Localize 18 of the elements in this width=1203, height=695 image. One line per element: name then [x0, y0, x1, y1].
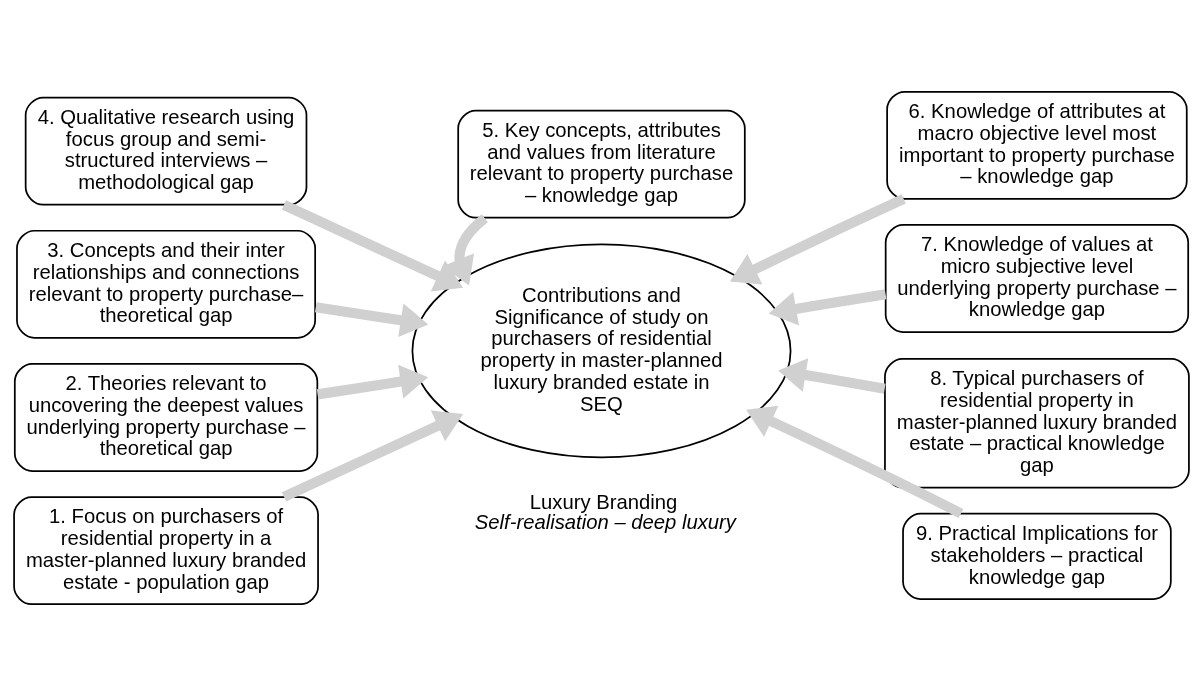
arrow — [281, 199, 464, 291]
arrow — [316, 364, 429, 399]
node-box: 5. Key concepts, attributes and values from literature relevant to property purchase – knowledge gap — [457, 109, 746, 219]
node-box: 2. Theories relevant to uncovering the deepest values underlying property purchase – theoretical gap — [13, 362, 319, 472]
node-box: 4. Qualitative research using focus group and semi-structured interviews – methodological gap — [24, 96, 308, 206]
arrow — [768, 288, 887, 326]
arrow — [778, 357, 886, 394]
arrow — [746, 405, 964, 518]
node-box: 7. Knowledge of values at micro subjective level underlying property purchase – knowledge gap — [884, 223, 1190, 333]
node-label: Luxury Branding — [529, 490, 678, 513]
node-box: 1. Focus on purchasers of residential property in a master-planned luxury branded estate - population gap — [13, 495, 319, 605]
node-box: 8. Typical purchasers of residential property in master-planned luxury branded estate – practical knowledge gap — [884, 357, 1190, 489]
node-box: 6. Knowledge of attributes at macro objective level most important to property purchase – knowledge gap — [886, 90, 1188, 200]
node-ellipse: Contributions and Significance of study on purchasers of residential property in master-planned luxury branded estate in SEQ — [411, 243, 792, 458]
arrow — [729, 193, 906, 285]
node-box: 9. Practical Implications for stakeholders – practical knowledge gap — [902, 512, 1172, 600]
arrow — [315, 301, 429, 337]
node-box: 3. Concepts and their inter relationships and connections relevant to property purchase– theoretical gap — [16, 229, 317, 339]
